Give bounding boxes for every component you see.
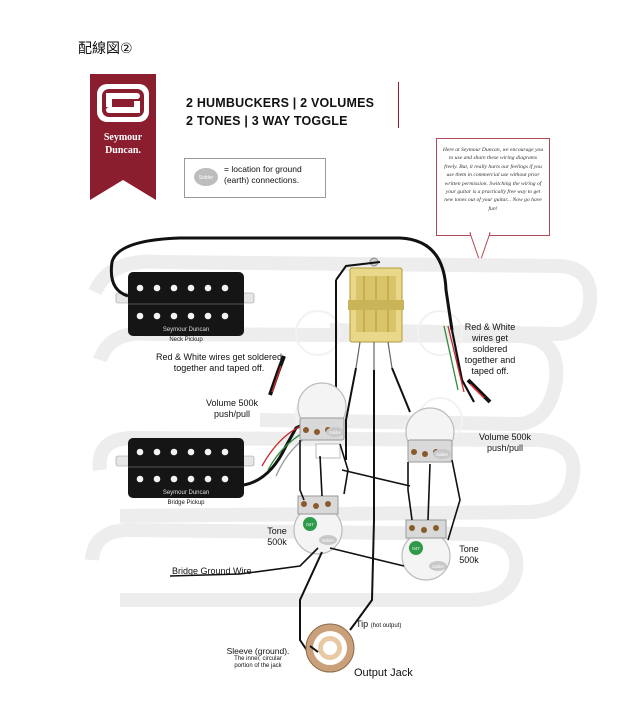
tip-text: Tip bbox=[356, 619, 369, 629]
red-white-note-right: Red & White wires get soldered together … bbox=[464, 322, 516, 376]
bridge-ground-wire bbox=[169, 547, 319, 577]
cap-value-left: 047 bbox=[306, 522, 314, 527]
neck-pickup-brand: Seymour Duncan bbox=[163, 327, 209, 333]
solder-tag-vol-left: Solder bbox=[329, 430, 342, 435]
bridge-pickup: Seymour Duncan bbox=[115, 438, 255, 498]
three-way-toggle bbox=[348, 257, 404, 370]
diagram-title: 2 HUMBUCKERS | 2 VOLUMES 2 TONES | 3 WAY… bbox=[186, 94, 374, 130]
title-divider bbox=[398, 82, 399, 128]
sleeve-note: The inner, circular portion of the jack bbox=[234, 656, 282, 669]
volume-pot-right: Solder bbox=[405, 407, 455, 463]
volume-pot-left: Solder bbox=[297, 382, 347, 459]
note-box bbox=[436, 138, 550, 236]
legend-text: = location for ground (earth) connection… bbox=[224, 164, 302, 185]
tone-left-label: Tone 500k bbox=[267, 526, 287, 547]
solder-tag-tone-right: Solder bbox=[432, 564, 445, 569]
seymour-duncan-logo: Seymour Duncan. bbox=[90, 74, 156, 200]
bridge-pickup-caption: Bridge Pickup bbox=[167, 500, 205, 506]
tip-output-wire bbox=[355, 370, 375, 623]
output-jack bbox=[305, 621, 357, 673]
tone-cap-right bbox=[409, 541, 423, 555]
output-jack-label: Output Jack bbox=[354, 667, 413, 679]
logo-line2: Duncan. bbox=[105, 145, 141, 156]
tone-pot-left: 047 Solder bbox=[293, 495, 343, 555]
tip-label: Tip (hot output) bbox=[356, 619, 401, 632]
title-line2: 2 TONES | 3 WAY TOGGLE bbox=[186, 114, 348, 128]
solder-tag-tone-left: Solder bbox=[322, 538, 335, 543]
bridge-pickup-brand: Seymour Duncan bbox=[163, 490, 209, 496]
tip-note: (hot output) bbox=[370, 623, 402, 629]
sleeve-ground-wire bbox=[299, 551, 323, 653]
volume-right-label: Volume 500k push/pull bbox=[478, 432, 532, 453]
red-white-note-left: Red & White wires get soldered together … bbox=[155, 352, 283, 373]
bridge-ground-label: Bridge Ground Wire bbox=[172, 566, 252, 576]
volume-left-label: Volume 500k push/pull bbox=[205, 398, 259, 419]
title-line1: 2 HUMBUCKERS | 2 VOLUMES bbox=[186, 96, 375, 110]
sleeve-label: Sleeve (ground). bbox=[226, 646, 290, 656]
page-heading: 配線図② bbox=[78, 41, 133, 57]
cap-value-right: 047 bbox=[412, 546, 420, 551]
logo-line1: Seymour bbox=[104, 132, 143, 143]
tone-pot-right: 047 Solder bbox=[401, 519, 451, 581]
neck-pickup: Seymour Duncan bbox=[115, 272, 255, 336]
note-text: Here at Seymour Duncan, we encourage you… bbox=[442, 147, 544, 212]
tone-right-label: Tone 500k bbox=[459, 544, 479, 565]
solder-tag-vol-right: Solder bbox=[436, 452, 449, 457]
neck-pickup-caption: Neck Pickup bbox=[169, 337, 203, 343]
body-outline-background bbox=[85, 254, 598, 607]
tone-cap-left bbox=[303, 517, 317, 531]
neck-output-cable bbox=[109, 236, 454, 331]
